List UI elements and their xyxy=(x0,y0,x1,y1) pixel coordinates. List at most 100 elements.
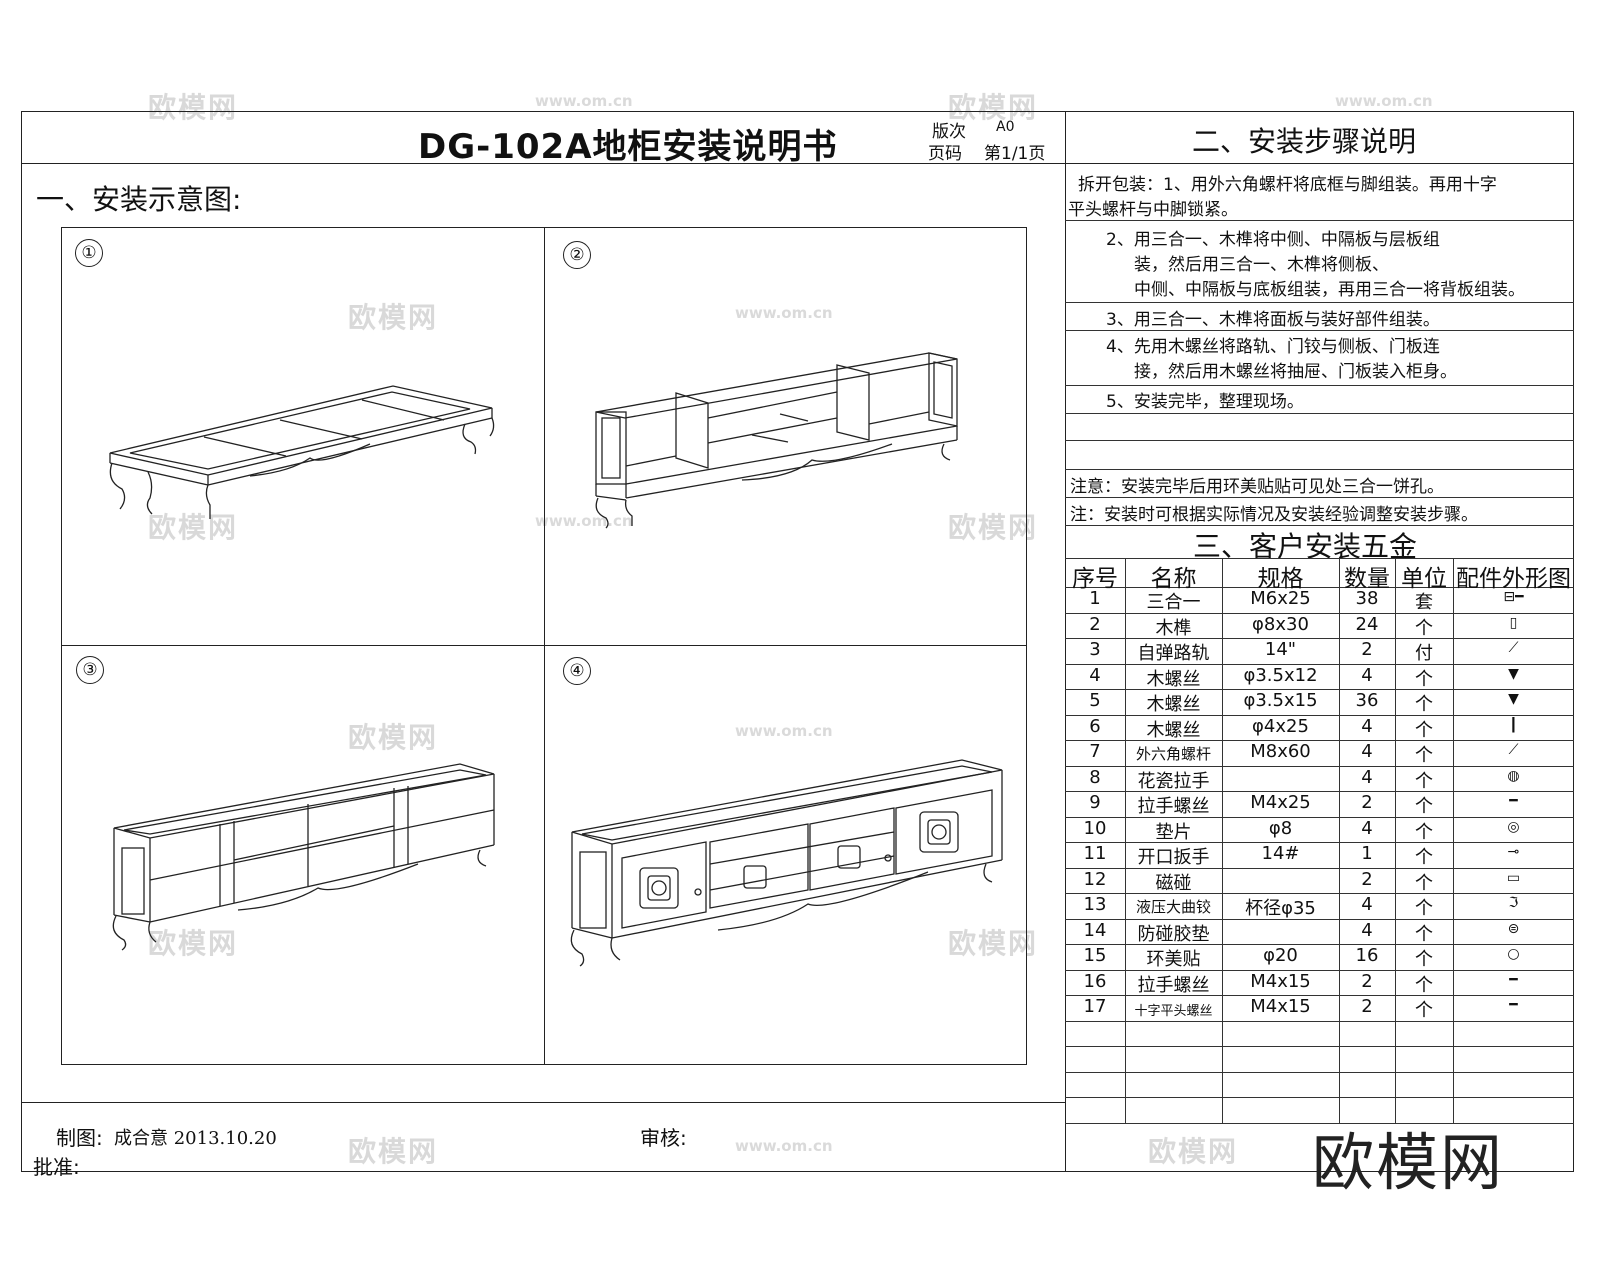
table-cell-qty: 4 xyxy=(1361,919,1373,941)
footer-top-line xyxy=(21,1102,1065,1103)
table-cell-no: 9 xyxy=(1089,792,1101,813)
table-cell-spec: φ20 xyxy=(1263,945,1298,966)
watermark-text: 欧模网 xyxy=(348,1135,439,1168)
table-cell-qty: 16 xyxy=(1355,945,1379,966)
table-line xyxy=(1065,558,1574,559)
step-line: 2、用三合一、木榫将中侧、中隔板与层板组 xyxy=(1106,230,1440,250)
table-cell-qty: 2 xyxy=(1361,639,1373,660)
table-cell-unit: 个 xyxy=(1415,872,1433,894)
drawn-by-value: 成合意 2013.10.20 xyxy=(114,1128,277,1149)
table-cell-qty: 4 xyxy=(1361,894,1373,915)
table-line xyxy=(1065,944,1574,945)
step-divider xyxy=(1065,497,1574,498)
table-cell-no: 5 xyxy=(1089,690,1101,711)
watermark-text: 欧模网 xyxy=(148,511,239,544)
base-frame-drawing xyxy=(109,385,495,519)
watermark-url: www.om.cn xyxy=(735,1137,833,1155)
table-cell-name: 自弹路轨 xyxy=(1137,643,1210,664)
table-cell-unit: 个 xyxy=(1415,617,1433,639)
table-cell-name: 磁碰 xyxy=(1155,872,1192,894)
table-cell-no: 10 xyxy=(1083,817,1107,839)
watermark-text: 欧模网 xyxy=(148,927,239,960)
table-line xyxy=(1065,714,1574,716)
screw-icon: ▼ xyxy=(1508,665,1519,682)
table-cell-no: 2 xyxy=(1089,613,1101,635)
table-cell-unit: 个 xyxy=(1415,796,1433,817)
steps-section-title: 二、安装步骤说明 xyxy=(1192,125,1417,158)
table-line xyxy=(1065,893,1574,894)
watermark-text: 欧模网 xyxy=(148,91,239,124)
step-line: 装，然后用三合一、木榫将侧板、 xyxy=(1134,255,1389,275)
watermark-text: 欧模网 xyxy=(1148,1135,1239,1168)
table-cell-qty: 4 xyxy=(1361,817,1373,839)
table-cell-spec: φ3.5x12 xyxy=(1243,664,1318,686)
table-cell-name: 环美贴 xyxy=(1146,949,1201,970)
table-cell-unit: 个 xyxy=(1415,1000,1433,1021)
watermark-text: 欧模网 xyxy=(948,91,1039,124)
watermark-url: www.om.cn xyxy=(1335,92,1433,110)
table-cell-qty: 24 xyxy=(1355,613,1379,635)
table-cell-qty: 4 xyxy=(1361,741,1373,762)
table-cell-unit: 个 xyxy=(1415,898,1433,919)
table-header-cell: 序号 xyxy=(1072,566,1118,592)
review-label: 审核: xyxy=(640,1126,687,1150)
table-line xyxy=(1065,638,1574,639)
step-line: 接，然后用木螺丝将抽屉、门板装入柜身。 xyxy=(1134,362,1457,382)
step-line: 平头螺杆与中脚锁紧。 xyxy=(1068,200,1238,220)
table-line xyxy=(1065,918,1574,920)
table-col-line xyxy=(1395,558,1396,1123)
table-cell-name: 三合一 xyxy=(1146,592,1201,613)
table-line xyxy=(1065,765,1574,767)
table-line xyxy=(1065,842,1574,843)
table-cell-unit: 个 xyxy=(1415,821,1433,843)
step-divider xyxy=(1065,469,1574,470)
table-line xyxy=(1065,663,1574,665)
table-cell-spec: φ4x25 xyxy=(1252,715,1309,737)
header-bottom-line xyxy=(21,163,1574,164)
step-line: 4、先用木螺丝将路轨、门铰与侧板、门板连 xyxy=(1106,337,1440,357)
table-cell-spec: φ8 xyxy=(1268,817,1293,839)
table-header-cell: 规格 xyxy=(1257,566,1304,592)
wrench-icon: ⊸ xyxy=(1507,844,1520,860)
table-cell-qty: 2 xyxy=(1361,868,1373,890)
screw-icon: ▼ xyxy=(1508,691,1519,707)
panel-number: ③ xyxy=(76,656,104,684)
table-header-cell: 名称 xyxy=(1150,566,1197,592)
table-cell-qty: 4 xyxy=(1361,664,1373,686)
table-cell-unit: 个 xyxy=(1415,770,1433,792)
watermark-url: www.om.cn xyxy=(735,722,833,740)
small-screw-icon: ━ xyxy=(1509,793,1518,809)
table-cell-qty: 1 xyxy=(1361,843,1373,864)
page-value: 第1/1页 xyxy=(984,144,1046,164)
step-divider xyxy=(1065,413,1574,414)
step-line: 中侧、中隔板与底板组装，再用三合一将背板组装。 xyxy=(1134,280,1525,300)
approve-label: 批准: xyxy=(33,1155,80,1179)
table-cell-unit: 个 xyxy=(1415,974,1433,996)
table-cell-name: 木螺丝 xyxy=(1146,668,1201,690)
table-col-line xyxy=(1453,558,1454,1123)
table-cell-name: 拉手螺丝 xyxy=(1137,974,1210,996)
note-line: 注：安装时可根据实际情况及安装经验调整安装步骤。 xyxy=(1070,505,1478,525)
table-cell-name: 液压大曲铰 xyxy=(1135,898,1211,916)
table-cell-qty: 2 xyxy=(1361,792,1373,813)
table-col-line xyxy=(1339,558,1340,1123)
table-header-cell: 单位 xyxy=(1401,566,1447,592)
table-cell-no: 1 xyxy=(1089,588,1101,609)
assembled-body-drawing xyxy=(112,763,495,951)
step-divider xyxy=(1065,302,1574,303)
table-cell-unit: 个 xyxy=(1415,694,1433,715)
washer-icon: ◎ xyxy=(1507,818,1520,835)
table-cell-qty: 4 xyxy=(1361,715,1373,737)
table-line xyxy=(1065,791,1574,792)
table-line xyxy=(1065,1046,1574,1047)
step-divider xyxy=(1065,220,1574,221)
table-line xyxy=(1065,867,1574,869)
table-header-cell: 数量 xyxy=(1344,566,1390,592)
table-cell-name: 木螺丝 xyxy=(1146,719,1201,741)
table-cell-no: 4 xyxy=(1089,664,1101,686)
table-cell-spec: M8x60 xyxy=(1250,741,1311,762)
ceramic-knob-icon: ◍ xyxy=(1507,767,1520,784)
table-cell-no: 3 xyxy=(1089,639,1101,660)
document-title: DG-102A地柜安装说明书 xyxy=(418,127,838,167)
table-cell-name: 花瓷拉手 xyxy=(1137,770,1210,792)
